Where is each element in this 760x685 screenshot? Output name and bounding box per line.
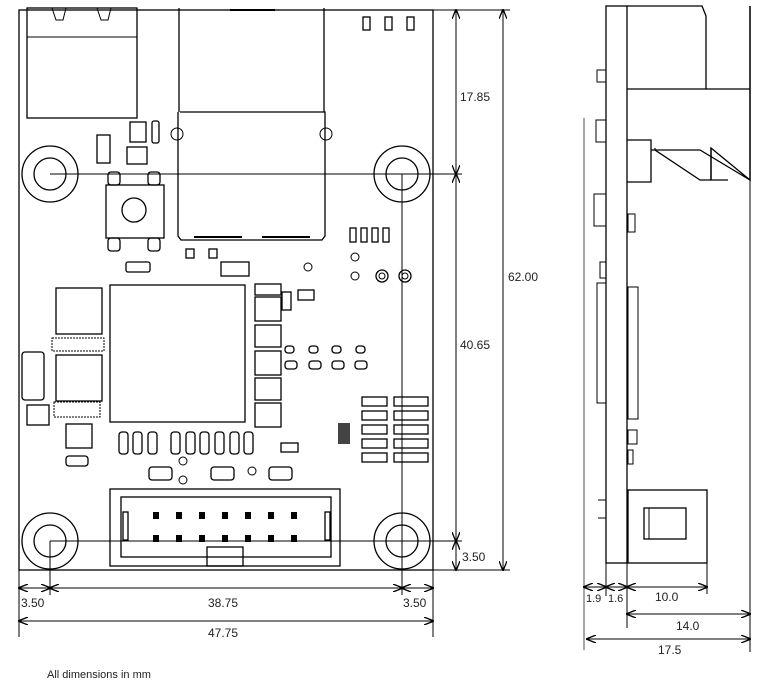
- dim-hole-to-bottom: 3.50: [462, 550, 486, 564]
- dim-hole-to-right-edge: 3.50: [403, 596, 427, 610]
- ethernet-jack: [170, 8, 333, 241]
- top-connector-profile: [627, 5, 707, 90]
- header-pins: [153, 512, 297, 542]
- right-side-components: [254, 283, 368, 453]
- pcb-front-view: 17.85 40.65 3.50 62.00 3.50 38.75 3.50 4…: [18, 7, 538, 640]
- dim-pcb-thickness: 1.6: [608, 593, 623, 605]
- pin-header-connector: [109, 488, 341, 567]
- jumper-pads: [338, 396, 429, 463]
- dim-top-to-hole: 17.85: [460, 90, 490, 104]
- dim-total-height: 17.5: [658, 643, 682, 657]
- resistor-row: [118, 431, 293, 485]
- dim-board-width: 47.75: [208, 626, 238, 640]
- mounting-holes: [21, 145, 431, 570]
- pcb-side-view: 1.9 1.6 10.0 14.0 17.5: [584, 5, 750, 657]
- dim-hole-to-hole-horizontal: 38.75: [208, 596, 238, 610]
- side-header-connector: [627, 489, 708, 564]
- push-button: [105, 171, 165, 252]
- dim-board-height: 62.00: [508, 270, 538, 284]
- processor-chip: [21, 284, 246, 467]
- dim-top-components: 14.0: [676, 619, 700, 633]
- dim-connector-height: 10.0: [655, 590, 679, 604]
- small-components: [96, 16, 415, 283]
- side-bottom-components: [593, 69, 639, 519]
- board-outline: [18, 9, 434, 571]
- power-connector: [26, 7, 138, 119]
- dim-left-edge-to-hole: 3.50: [21, 596, 45, 610]
- pcb-edge: [605, 5, 628, 564]
- dim-bottom-components: 1.9: [586, 593, 601, 605]
- dim-hole-to-hole-vertical: 40.65: [460, 338, 490, 352]
- units-note: All dimensions in mm: [47, 669, 151, 681]
